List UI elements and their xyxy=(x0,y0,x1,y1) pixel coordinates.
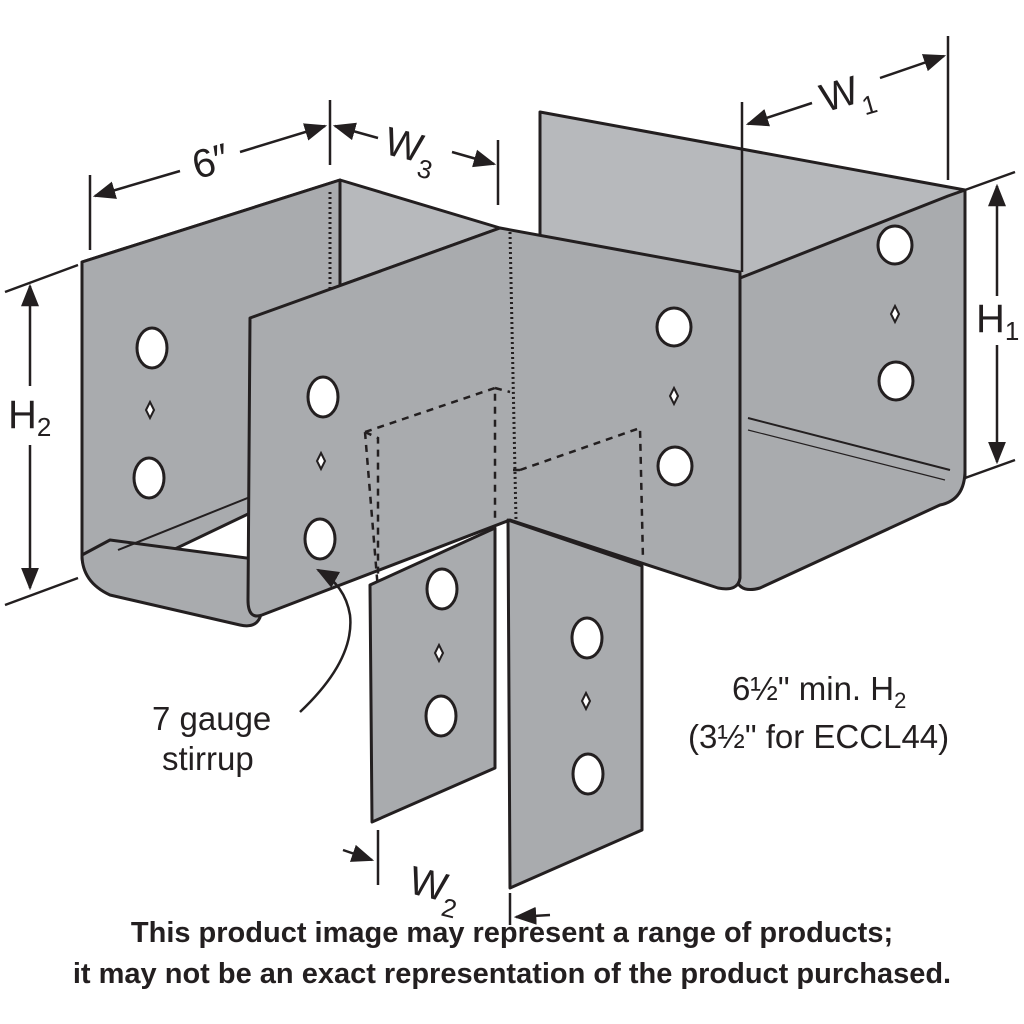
bolt-hole xyxy=(571,752,605,796)
diamond-hole xyxy=(315,450,327,472)
bolt-hole xyxy=(570,616,604,660)
diamond-hole xyxy=(580,690,592,712)
dim-label-6-inch: 6″ xyxy=(187,136,234,188)
disclaimer-line1: This product image may represent a range… xyxy=(131,917,893,949)
dim-label-w3-sub: 3 xyxy=(414,153,435,186)
dim-label-h1-sub: 1 xyxy=(1005,316,1019,346)
diamond-hole xyxy=(668,385,680,407)
disclaimer-line2: it may not be an exact representation of… xyxy=(73,958,951,990)
bolt-hole xyxy=(425,567,459,611)
bolt-holes xyxy=(132,224,915,796)
bolt-hole xyxy=(424,694,458,738)
bolt-hole xyxy=(303,517,337,561)
bolt-hole xyxy=(656,445,694,487)
left-leg-plate xyxy=(368,526,497,824)
dim-label-w1: W1 xyxy=(815,64,880,131)
right-leg-plate xyxy=(506,518,644,890)
dim-label-h1-main: H xyxy=(976,297,1005,341)
diamond-hole xyxy=(433,642,445,664)
stirrup-callout-line1: 7 gauge xyxy=(152,700,271,737)
dim-label-h1: H1 xyxy=(976,297,1019,346)
diamond-hole xyxy=(889,303,901,325)
dim-label-h2-main: H xyxy=(8,393,37,437)
weld-seam-center xyxy=(508,231,518,521)
dimension-lines xyxy=(4,36,1016,925)
height-note-line1-main: 6½" min. H xyxy=(732,670,894,707)
bolt-hole xyxy=(132,456,166,500)
height-note-line1-sub: 2 xyxy=(894,688,906,713)
dim-label-w2-sub: 2 xyxy=(439,892,460,925)
dim-label-h2-sub: 2 xyxy=(37,412,51,442)
stirrup-hidden-edge xyxy=(363,386,645,591)
dim-label-w3: W3 xyxy=(378,119,442,185)
bolt-hole xyxy=(876,224,914,266)
bolt-hole xyxy=(655,306,693,348)
height-note-line1: 6½" min. H2 xyxy=(732,670,906,713)
diamond-hole xyxy=(144,399,156,421)
left-bottom-curve xyxy=(80,538,264,628)
diamond-holes xyxy=(144,303,901,712)
bolt-hole xyxy=(135,326,169,370)
bolt-hole xyxy=(306,375,340,419)
dim-label-w1-sub: 1 xyxy=(858,88,880,121)
bolt-hole xyxy=(877,360,915,402)
height-note-line2: (3½" for ECCL44) xyxy=(688,718,949,755)
dim-label-w2: W2 xyxy=(402,858,466,924)
dim-label-h2: H2 xyxy=(8,393,51,442)
dim-label-w1-main: W xyxy=(815,68,864,121)
stirrup-callout-line2: stirrup xyxy=(162,740,254,777)
